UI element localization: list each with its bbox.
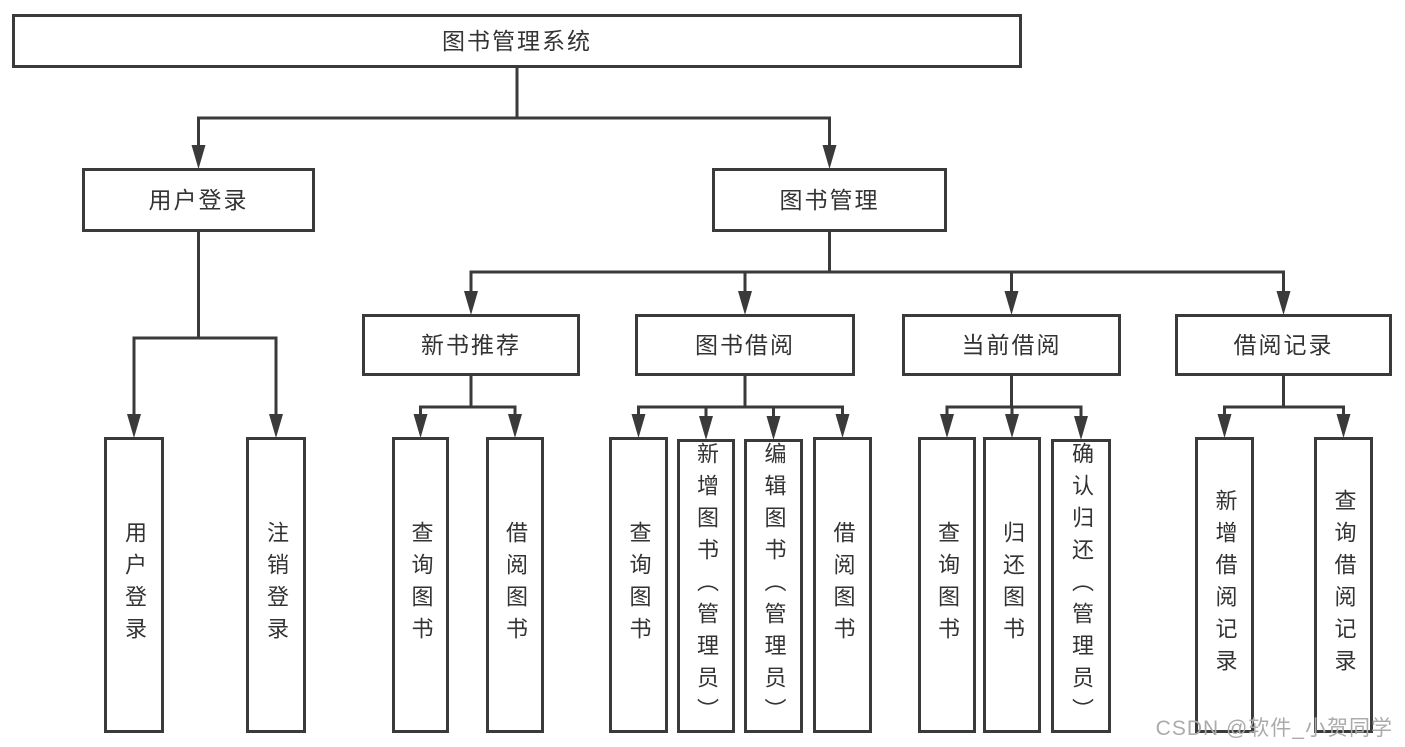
node-leaf-add-book: 新增图书（管理员） <box>677 439 735 733</box>
node-label: 用户登录 <box>122 521 147 649</box>
node-label: 编辑图书（管理员） <box>761 442 787 730</box>
node-book-mgmt: 图书管理 <box>712 168 947 232</box>
node-label: 归还图书 <box>1000 521 1025 649</box>
node-current-borrow: 当前借阅 <box>902 314 1121 376</box>
node-leaf-borrow-book-b: 借阅图书 <box>813 437 872 733</box>
node-leaf-add-record: 新增借阅记录 <box>1195 437 1254 733</box>
node-borrow-record: 借阅记录 <box>1175 314 1392 376</box>
node-leaf-query-book-b: 查询图书 <box>609 437 668 733</box>
node-leaf-query-book-c: 查询图书 <box>918 437 976 733</box>
node-label: 借阅图书 <box>830 521 856 649</box>
node-label: 新书推荐 <box>421 331 521 358</box>
node-label: 借阅图书 <box>503 521 528 649</box>
watermark-text: CSDN @软件_小贺同学 <box>1155 717 1393 740</box>
node-new-book-rec: 新书推荐 <box>362 314 580 376</box>
node-label: 借阅记录 <box>1233 331 1334 358</box>
node-label: 查询图书 <box>935 521 960 649</box>
node-leaf-confirm-return: 确认归还（管理员） <box>1051 439 1111 733</box>
node-root: 图书管理系统 <box>12 14 1022 68</box>
node-user-login: 用户登录 <box>82 168 315 232</box>
node-label: 当前借阅 <box>961 331 1062 358</box>
node-leaf-edit-book: 编辑图书（管理员） <box>744 439 803 733</box>
node-label: 用户登录 <box>148 186 249 213</box>
node-label: 图书管理系统 <box>442 27 592 54</box>
node-label: 新增图书（管理员） <box>694 442 719 730</box>
node-label: 新增借阅记录 <box>1212 489 1238 681</box>
node-label: 图书管理 <box>779 186 880 213</box>
node-leaf-login: 用户登录 <box>104 437 164 733</box>
node-label: 查询图书 <box>626 521 652 649</box>
node-leaf-borrow-book-a: 借阅图书 <box>486 437 544 733</box>
node-label: 查询借阅记录 <box>1331 489 1357 681</box>
node-book-borrow: 图书借阅 <box>635 314 855 376</box>
node-leaf-query-record: 查询借阅记录 <box>1314 437 1373 733</box>
node-label: 查询图书 <box>408 521 434 649</box>
node-label: 确认归还（管理员） <box>1069 442 1094 730</box>
node-leaf-return-book: 归还图书 <box>983 437 1041 733</box>
node-label: 注销登录 <box>264 521 289 649</box>
node-label: 图书借阅 <box>695 331 795 358</box>
node-leaf-logout: 注销登录 <box>246 437 306 733</box>
node-leaf-query-book-a: 查询图书 <box>392 437 449 733</box>
